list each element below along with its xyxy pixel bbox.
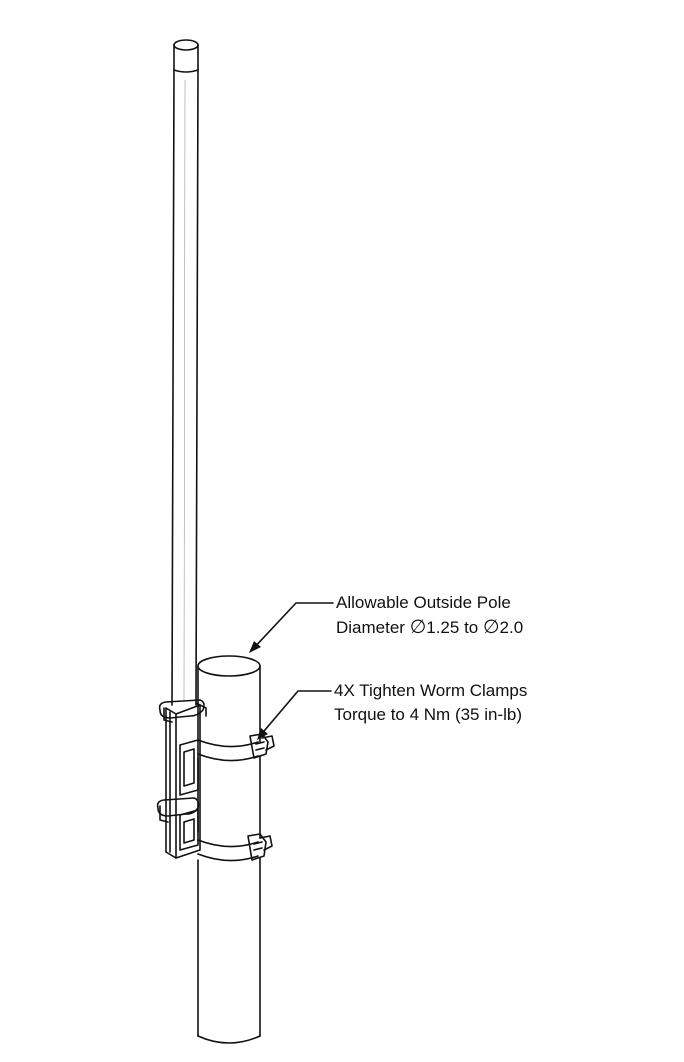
worm-clamp-upper xyxy=(198,734,274,761)
callout-worm-clamps: 4X Tighten Worm Clamps Torque to 4 Nm (3… xyxy=(334,679,527,727)
leader-worm-clamps xyxy=(259,691,331,737)
callout-worm-clamps-line1: 4X Tighten Worm Clamps xyxy=(334,679,527,703)
leader-pole-diameter xyxy=(251,603,333,651)
diameter-symbol: ∅ xyxy=(410,616,427,638)
callout-pole-diameter: Allowable Outside Pole Diameter ∅1.25 to… xyxy=(336,591,523,640)
diameter-max-value: 2.0 xyxy=(500,618,524,637)
diameter-symbol: ∅ xyxy=(483,616,500,638)
worm-clamp-lower xyxy=(198,834,272,861)
callout-pole-diameter-line1: Allowable Outside Pole xyxy=(336,591,523,615)
antenna-whip xyxy=(172,40,198,705)
diameter-label: Diameter xyxy=(336,618,410,637)
callout-pole-diameter-line2: Diameter ∅1.25 to ∅2.0 xyxy=(336,615,523,640)
callout-worm-clamps-line2: Torque to 4 Nm (35 in-lb) xyxy=(334,703,527,727)
diameter-min-value: 1.25 xyxy=(426,618,459,637)
diameter-between: to xyxy=(459,618,483,637)
